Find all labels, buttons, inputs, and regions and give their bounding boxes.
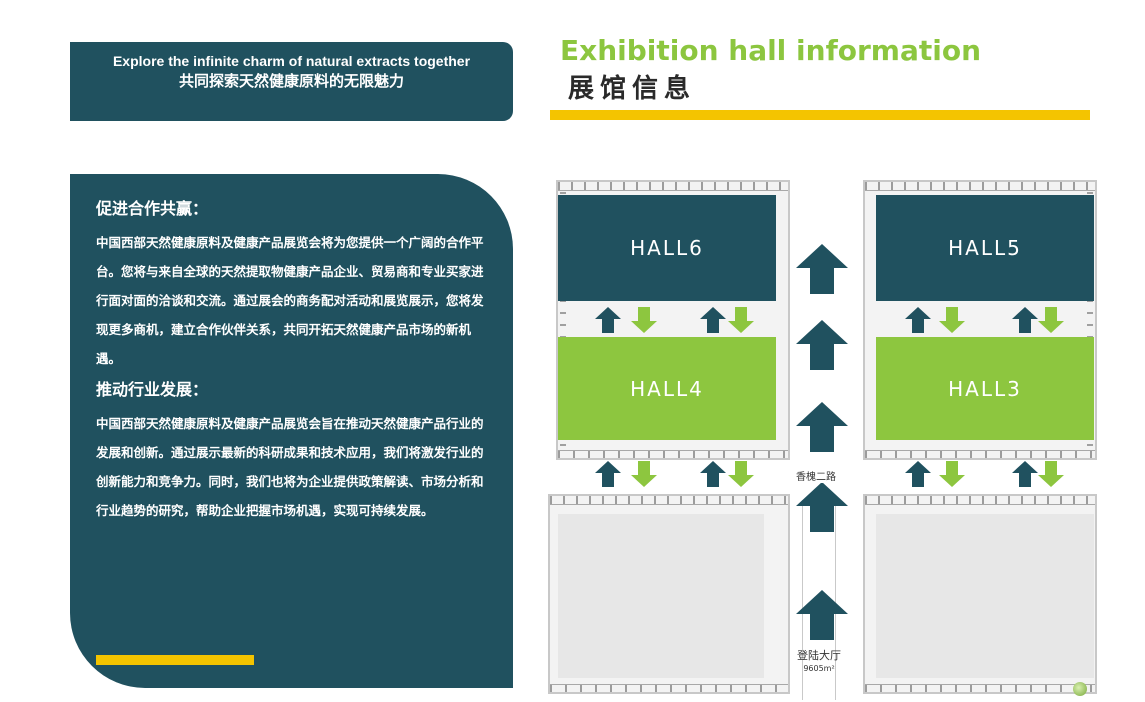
hall-6-label: HALL6 bbox=[630, 236, 704, 260]
arrow-up-icon bbox=[1012, 307, 1038, 333]
arrow-down-icon bbox=[939, 307, 965, 333]
hall-5[interactable]: HALL5 bbox=[876, 195, 1094, 301]
central-corridor bbox=[802, 500, 836, 700]
arrow-up-icon bbox=[905, 461, 931, 487]
hall-4-label: HALL4 bbox=[630, 376, 704, 401]
hall-6[interactable]: HALL6 bbox=[558, 195, 776, 301]
hall-lower-right bbox=[876, 514, 1094, 678]
banner-title-en: Explore the infinite charm of natural ex… bbox=[112, 53, 471, 69]
arrow-up-icon bbox=[700, 461, 726, 487]
info-panel: 促进合作共赢： 中国西部天然健康原料及健康产品展览会将为您提供一个广阔的合作平台… bbox=[70, 174, 513, 688]
arrow-down-icon bbox=[1038, 307, 1064, 333]
lobby-label: 登陆大厅 bbox=[797, 649, 841, 662]
floorplan-ticks bbox=[1087, 192, 1093, 448]
road-label: 香槐二路 bbox=[796, 468, 836, 483]
arrival-lobby: 登陆大厅 9605m² bbox=[793, 648, 845, 674]
arrow-down-icon bbox=[1038, 461, 1064, 487]
arrow-down-icon bbox=[939, 461, 965, 487]
arrow-up-icon bbox=[1012, 461, 1038, 487]
arrow-up-icon bbox=[595, 307, 621, 333]
arrow-down-icon bbox=[728, 307, 754, 333]
hall-4[interactable]: HALL4 bbox=[558, 337, 776, 440]
lobby-area: 9605m² bbox=[803, 664, 835, 673]
info-paragraph-cooperation: 中国西部天然健康原料及健康产品展览会将为您提供一个广阔的合作平台。您将与来自全球… bbox=[96, 235, 484, 366]
section-title-en: Exhibition hall information bbox=[560, 34, 982, 67]
arrow-up-icon bbox=[700, 307, 726, 333]
info-underline bbox=[96, 655, 254, 665]
info-paragraph-industry: 中国西部天然健康原料及健康产品展览会旨在推动天然健康产品行业的发展和创新。通过展… bbox=[96, 416, 484, 518]
hall-lower-left bbox=[558, 514, 764, 678]
hall-map: HALL6 HALL5 HALL4 HALL3 香槐二路 登陆大厅 bbox=[540, 170, 1140, 702]
banner-title-zh: 共同探索天然健康原料的无限魅力 bbox=[178, 72, 404, 90]
arrow-down-icon bbox=[631, 461, 657, 487]
section-title-zh: 展馆信息 bbox=[568, 74, 697, 104]
arrow-down-icon bbox=[631, 307, 657, 333]
decorative-dot-icon bbox=[1073, 682, 1087, 696]
hall-3-label: HALL3 bbox=[948, 376, 1022, 401]
arrow-down-icon bbox=[728, 461, 754, 487]
top-banner: Explore the infinite charm of natural ex… bbox=[70, 42, 513, 121]
info-heading-industry: 推动行业发展： bbox=[96, 380, 209, 399]
arrow-up-icon bbox=[796, 244, 848, 294]
title-underline bbox=[550, 110, 1090, 120]
arrow-up-icon bbox=[796, 590, 848, 640]
info-heading-cooperation: 促进合作共赢： bbox=[96, 199, 209, 218]
arrow-up-icon bbox=[905, 307, 931, 333]
hall-3[interactable]: HALL3 bbox=[876, 337, 1094, 440]
arrow-up-icon bbox=[796, 402, 848, 452]
arrow-up-icon bbox=[796, 320, 848, 370]
arrow-up-icon bbox=[595, 461, 621, 487]
floorplan-ticks bbox=[560, 192, 566, 448]
arrow-up-icon bbox=[796, 482, 848, 532]
hall-5-label: HALL5 bbox=[948, 236, 1022, 260]
